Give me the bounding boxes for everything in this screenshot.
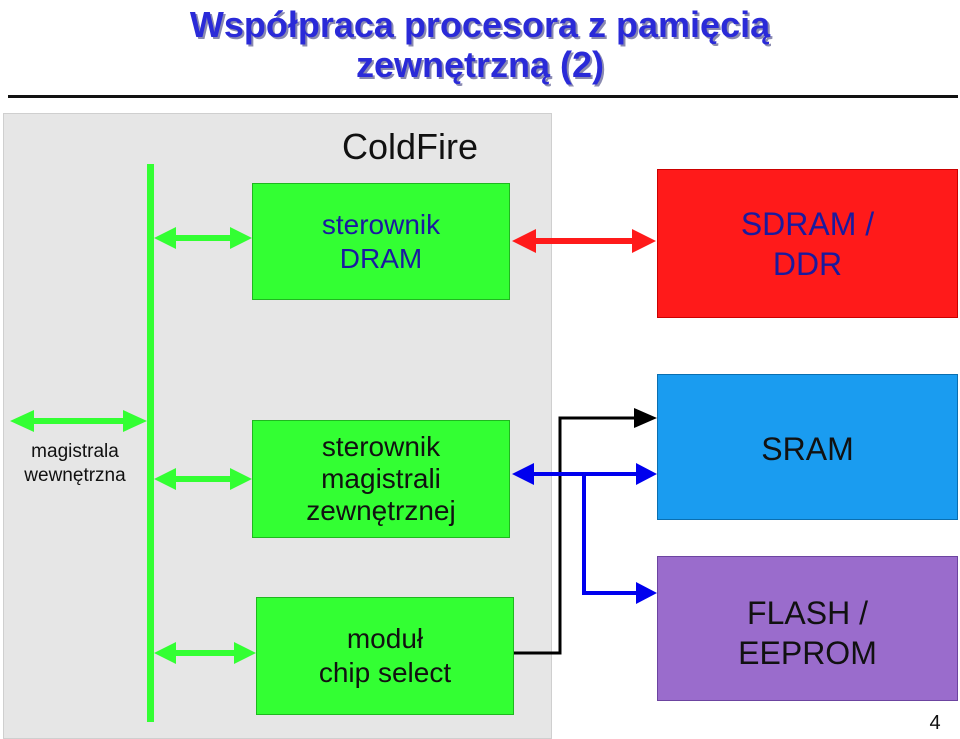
data-arrow-head-flash [636,582,657,604]
data-arrow-head-sram [636,463,657,485]
internal-bus-external-arrow [10,410,147,432]
sdram-block: SDRAM / DDR [657,169,958,318]
data-arrow-head-controller [512,463,534,485]
control-lines [514,416,640,655]
title-line-1: Współpraca procesora z pamięcią [189,4,771,45]
internal-to-chip-select-arrow [154,642,256,664]
processor-label: ColdFire [341,126,479,167]
internal-bus-label: magistrala wewnętrzna [24,441,126,486]
flash-block: FLASH / EEPROM [657,556,958,701]
sram-block: SRAM [657,374,958,520]
data-bus-lines [530,472,640,595]
internal-to-bus-controller-arrow [154,468,252,490]
title-line-2: zewnętrzną (2) [355,44,605,85]
dram-controller-block: sterownik DRAM [252,183,510,300]
page-number: 4 [929,712,941,734]
internal-bus-line [147,164,154,722]
chip-select-block: moduł chip select [256,597,514,715]
title-divider [8,95,958,98]
internal-to-dram-arrow [154,227,252,249]
control-arrow-head-sram [634,408,657,428]
dram-to-sdram-arrow [512,229,656,253]
bus-controller-block: sterownik magistrali zewnętrznej [252,420,510,538]
